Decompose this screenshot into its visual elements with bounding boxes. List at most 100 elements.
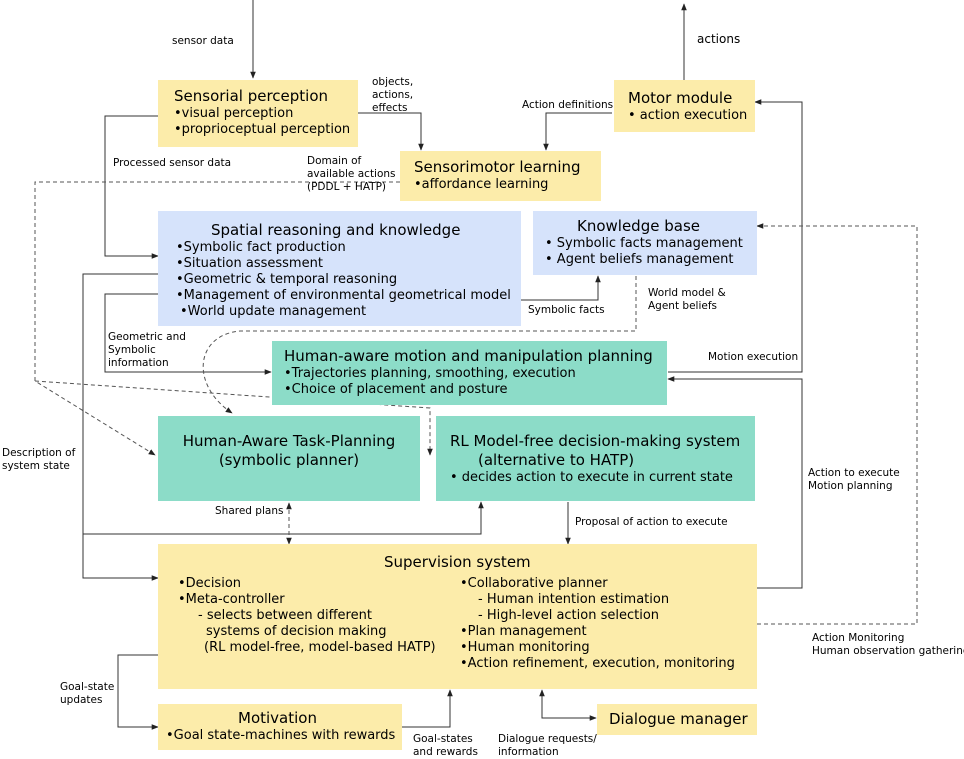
- supervision-title: Supervision system: [384, 553, 531, 571]
- dashed-kb-to-taskplan: [202, 276, 637, 414]
- label-line: Symbolic: [108, 344, 156, 356]
- label-sensor-data: sensor data: [172, 35, 234, 47]
- box-item: •Action refinement, execution, monitorin…: [460, 656, 735, 671]
- arrow-perception-to-spatial: [104, 115, 159, 259]
- label-symbolic-facts: Symbolic facts: [528, 304, 605, 316]
- box-item: •Trajectories planning, smoothing, execu…: [284, 366, 576, 381]
- knowledge-base-box: Knowledge base • Symbolic facts manageme…: [533, 211, 757, 275]
- label-dialogue-requests: Dialogue requests/ information: [498, 733, 597, 759]
- line-state-to-rl: [83, 501, 484, 535]
- label-line: Human observation gathering: [812, 645, 964, 657]
- rl-system-title: RL Model-free decision-making system: [450, 432, 741, 450]
- label-line: Motion planning: [808, 480, 893, 492]
- box-item: •Decision: [178, 576, 242, 591]
- box-item: • action execution: [628, 108, 748, 123]
- box-item: •Meta-controller: [178, 592, 285, 607]
- supervision-right-column: •Collaborative planner - Human intention…: [460, 576, 735, 672]
- box-item: • Symbolic facts management: [545, 236, 743, 251]
- motor-module-box: Motor module • action execution: [614, 80, 755, 132]
- label-processed-sensor-data: Processed sensor data: [113, 157, 232, 169]
- supervision-box: Supervision system •Decision •Meta-contr…: [158, 544, 757, 689]
- arrow-supervision-to-motion: [667, 376, 803, 589]
- label-line: Action to execute: [808, 467, 900, 479]
- label-domain-of-actions: Domain of available actions (PDDL + HATP…: [307, 155, 396, 194]
- label-geometric-symbolic: Geometric and Symbolic information: [108, 331, 186, 370]
- box-item: •Collaborative planner: [460, 576, 608, 591]
- motion-planning-title: Human-aware motion and manipulation plan…: [284, 347, 653, 365]
- motivation-box: Motivation •Goal state-machines with rew…: [158, 704, 402, 750]
- motor-module-title: Motor module: [628, 89, 733, 107]
- label-line: (PDDL + HATP): [307, 181, 387, 193]
- label-line: Description of: [2, 447, 76, 459]
- rl-system-subtitle: (alternative to HATP): [478, 451, 635, 469]
- knowledge-base-title: Knowledge base: [577, 217, 700, 235]
- sensorial-perception-box: Sensorial perception •visual perception …: [158, 80, 358, 147]
- arrow-spatial-to-motion: [104, 293, 272, 375]
- label-actions: actions: [697, 32, 741, 46]
- box-item: •proprioceptual perception: [174, 122, 351, 137]
- label-goal-states-rewards: Goal-states and rewards: [413, 733, 478, 759]
- spatial-reasoning-box: Spatial reasoning and knowledge •Symboli…: [158, 211, 521, 326]
- label-line: Goal-states: [413, 733, 473, 745]
- spatial-reasoning-title: Spatial reasoning and knowledge: [211, 221, 461, 239]
- dashed-learning-to-rl: [34, 380, 433, 456]
- dashed-learning-to-taskplan: [34, 181, 400, 456]
- dashed-supervision-to-kb: [756, 223, 918, 625]
- arrow-spatial-to-kb: [521, 275, 601, 301]
- arrow-supervision-dialogue: [539, 689, 597, 721]
- label-line: available actions: [307, 168, 396, 180]
- box-item: - selects between different: [198, 608, 372, 623]
- label-line: information: [498, 746, 559, 758]
- task-planning-title: Human-Aware Task-Planning: [182, 432, 396, 450]
- box-item: •Management of environmental geometrical…: [176, 288, 511, 303]
- box-item: •affordance learning: [414, 177, 549, 192]
- label-line: Domain of: [307, 155, 362, 167]
- label-objects-actions-effects: objects, actions, effects: [372, 76, 413, 115]
- box-item: •Symbolic fact production: [176, 240, 346, 255]
- box-item: • Agent beliefs management: [545, 252, 734, 267]
- arrow-supervision-to-motivation: [117, 654, 159, 730]
- task-planning-subtitle: (symbolic planner): [218, 451, 360, 469]
- rl-system-box: RL Model-free decision-making system (al…: [436, 416, 755, 501]
- label-shared-plans: Shared plans: [215, 505, 284, 517]
- label-line: information: [108, 357, 169, 369]
- box-item: •Plan management: [460, 624, 587, 639]
- label-line: and rewards: [413, 746, 478, 758]
- arrow-motion-to-motor: [668, 99, 803, 373]
- label-line: actions,: [372, 89, 414, 101]
- label-action-monitoring: Action Monitoring Human observation gath…: [812, 632, 964, 658]
- box-item: - High-level action selection: [478, 608, 660, 623]
- label-description-system-state: Description of system state: [2, 447, 75, 473]
- sensorimotor-learning-box: Sensorimotor learning •affordance learni…: [400, 151, 601, 201]
- box-item: •Geometric & temporal reasoning: [176, 272, 398, 287]
- arrow-perception-to-learning: [358, 112, 424, 151]
- box-item: •Human monitoring: [460, 640, 590, 655]
- arrow-motor-to-learning: [543, 112, 612, 151]
- task-planning-box: Human-Aware Task-Planning (symbolic plan…: [158, 416, 420, 501]
- label-motion-execution: Motion execution: [708, 351, 799, 363]
- label-line: Action Monitoring: [812, 632, 905, 644]
- label-proposal-action: Proposal of action to execute: [575, 516, 728, 528]
- box-item: •Goal state-machines with rewards: [166, 728, 396, 743]
- box-item: systems of decision making: [206, 624, 387, 639]
- supervision-left-column: •Decision •Meta-controller - selects bet…: [178, 576, 436, 656]
- motivation-title: Motivation: [238, 709, 317, 727]
- arrow-motivation-to-supervision: [402, 689, 453, 728]
- label-action-to-execute: Action to execute Motion planning: [808, 467, 900, 493]
- box-item: (RL model-free, model-based HATP): [204, 640, 436, 655]
- label-line: objects,: [372, 76, 414, 88]
- dialogue-manager-box: Dialogue manager: [597, 704, 757, 735]
- box-item: •Choice of placement and posture: [284, 382, 508, 397]
- box-item: •World update management: [180, 304, 367, 319]
- box-item: • decides action to execute in current s…: [450, 470, 733, 485]
- label-line: updates: [60, 694, 103, 706]
- label-line: system state: [2, 460, 70, 472]
- arrow-spatial-to-supervision: [82, 273, 159, 581]
- label-line: effects: [372, 102, 408, 114]
- box-item: •Situation assessment: [176, 256, 323, 271]
- label-goal-state-updates: Goal-state updates: [60, 681, 114, 707]
- label-action-definitions: Action definitions: [522, 99, 614, 111]
- sensorial-perception-title: Sensorial perception: [174, 87, 329, 105]
- label-line: Agent beliefs: [648, 300, 718, 312]
- motion-planning-box: Human-aware motion and manipulation plan…: [272, 341, 667, 405]
